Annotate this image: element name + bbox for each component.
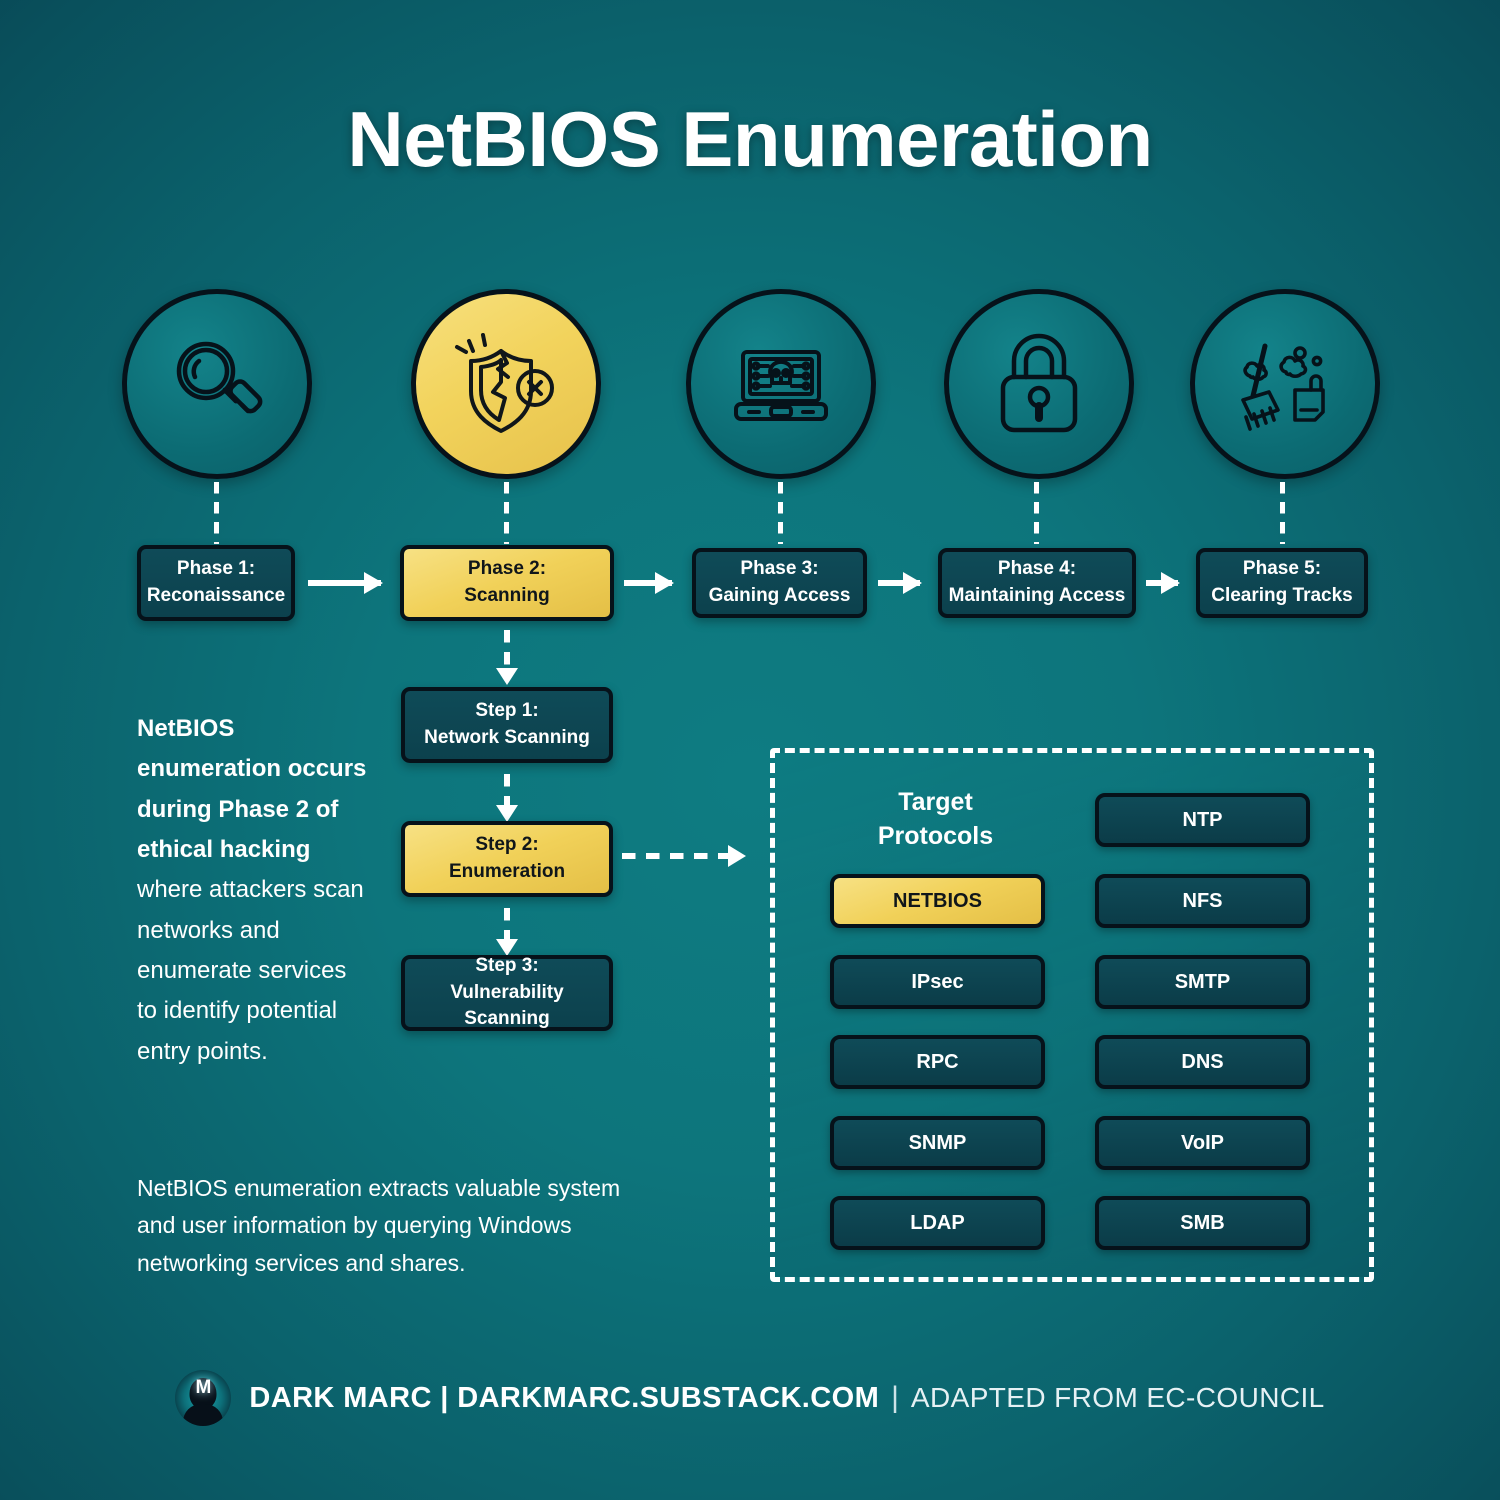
phase-box-2[interactable]: Phase 2: Scanning [400,545,614,621]
phase-arrow-3-4 [878,572,922,594]
panel-title-line1: Target [898,788,973,816]
cracked-shield-icon [447,325,565,443]
panel-title: Target Protocols [828,786,1043,854]
protocol-smb[interactable]: SMB [1095,1196,1310,1250]
footer-separator: | [891,1381,899,1414]
phase-box-4[interactable]: Phase 4: Maintaining Access [938,548,1136,618]
connector-icon-3 [778,482,783,544]
step-box-1-line1: Step 1: [475,700,539,722]
phase-icon-2 [411,289,601,479]
phase-arrow-4-5 [1146,572,1180,594]
connector-icon-2 [504,482,509,544]
protocol-ipsec[interactable]: IPsec [830,955,1045,1009]
protocol-snmp[interactable]: SNMP [830,1116,1045,1170]
phase-box-2-line1: Phase 2: [467,558,547,580]
protocol-smtp[interactable]: SMTP [1095,955,1310,1009]
phase-box-3[interactable]: Phase 3: Gaining Access [692,548,867,618]
lead-paragraph-bold: NetBIOS enumeration occurs during Phase … [137,715,367,863]
connector-step1-step2 [496,774,518,822]
phase-icon-4 [944,289,1134,479]
avatar: M [175,1370,232,1426]
protocol-ntp[interactable]: NTP [1095,793,1310,847]
lead-paragraph: NetBIOS enumeration occurs during Phase … [137,709,372,1072]
phase-icon-1 [122,289,312,479]
step-box-2[interactable]: Step 2: Enumeration [401,821,613,897]
step-box-2-line1: Step 2: [475,834,539,856]
phase-icon-3 [686,289,876,479]
phase-box-4-line1: Phase 4: [997,558,1077,580]
connector-step2-step3 [496,908,518,956]
step-box-3-line1: Step 3: [475,954,539,976]
protocol-dns[interactable]: DNS [1095,1035,1310,1089]
protocol-rpc[interactable]: RPC [830,1035,1045,1089]
step-box-1[interactable]: Step 1: Network Scanning [401,687,613,763]
connector-phase2-step1 [496,630,518,685]
connector-icon-1 [214,482,219,544]
phase-box-4-line2: Maintaining Access [948,585,1126,606]
phase-arrow-2-3 [624,572,674,594]
lead-paragraph-rest: where attackers scan networks and enumer… [137,876,364,1065]
padlock-icon [987,328,1091,440]
protocol-voip[interactable]: VoIP [1095,1116,1310,1170]
phase-box-1-line1: Phase 1: [176,558,256,580]
avatar-body-shape [183,1404,224,1426]
phase-box-1-line2: Reconaissance [146,585,286,606]
protocol-netbios[interactable]: NETBIOS [830,874,1045,928]
laptop-skull-icon [725,328,837,440]
phase-box-3-line1: Phase 3: [740,558,819,580]
phase-arrow-1-2 [308,572,383,594]
footer-brand: DARK MARC | DARKMARC.SUBSTACK.COM [249,1381,880,1414]
step-box-2-line2: Enumeration [448,861,566,882]
sub-paragraph: NetBIOS enumeration extracts valuable sy… [137,1175,621,1276]
avatar-letter: M [195,1377,212,1398]
magnifying-glass-icon [162,329,272,439]
phase-icon-5 [1190,289,1380,479]
footer-attribution: ADAPTED FROM EC-COUNCIL [910,1382,1325,1413]
protocol-ldap[interactable]: LDAP [830,1196,1045,1250]
connector-icon-4 [1034,482,1039,544]
phase-box-5[interactable]: Phase 5: Clearing Tracks [1196,548,1368,618]
phase-box-1[interactable]: Phase 1: Reconaissance [137,545,295,621]
phase-box-2-line2: Scanning [464,585,550,606]
phase-box-5-line1: Phase 5: [1242,558,1322,580]
page-title: NetBIOS Enumeration [347,95,1153,183]
broom-dustpan-icon [1229,328,1341,440]
footer: M DARK MARC | DARKMARC.SUBSTACK.COM | AD… [0,1370,1500,1426]
avatar-head-shape [189,1378,217,1409]
protocol-nfs[interactable]: NFS [1095,874,1310,928]
phase-box-3-line2: Gaining Access [708,585,851,606]
step-box-1-line2: Network Scanning [424,727,590,748]
step-box-3[interactable]: Step 3: Vulnerability Scanning [401,955,613,1031]
panel-title-line2: Protocols [877,821,994,850]
connector-icon-5 [1280,482,1285,544]
connector-step2-protocols [622,845,746,867]
step-box-3-line2: Vulnerability Scanning [450,981,564,1030]
phase-box-5-line2: Clearing Tracks [1211,585,1353,606]
